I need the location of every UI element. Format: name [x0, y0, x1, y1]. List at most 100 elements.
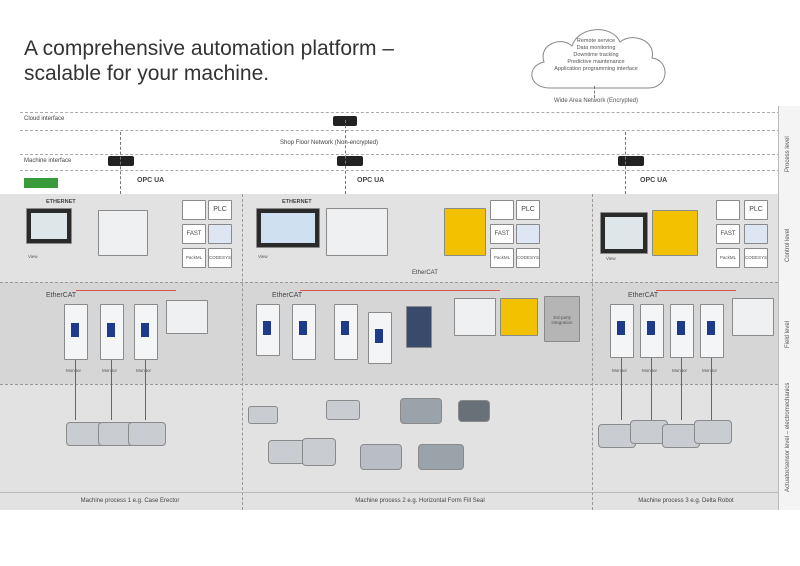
- monitor-label: Monitor: [612, 368, 628, 373]
- machine-gateway-1: [108, 156, 134, 166]
- fieldbus-logo-icon: [24, 178, 58, 188]
- connector: [345, 120, 346, 194]
- shop-floor-label: Shop Floor Network (Non-encrypted): [280, 140, 379, 146]
- drive-2d: [368, 312, 392, 364]
- drive-3a: [610, 304, 634, 358]
- cloud-services: Remote service Data monitoring Downtime …: [535, 38, 657, 73]
- gearmotor-2g: [418, 444, 464, 470]
- motor-2h: [458, 400, 490, 422]
- drive-3b: [640, 304, 664, 358]
- cloud-item: Data monitoring: [576, 45, 616, 51]
- cable: [75, 360, 76, 420]
- drive-3d: [700, 304, 724, 358]
- motor-3d: [694, 420, 732, 444]
- divider: [20, 154, 780, 155]
- divider: [0, 384, 778, 385]
- view-label-1: View: [28, 254, 38, 259]
- ethercat-line-2: [300, 290, 500, 291]
- machine-interface-label: Machine interface: [24, 158, 72, 164]
- gearmotor-2f: [400, 398, 442, 424]
- drive-1c: [134, 304, 158, 360]
- cable: [621, 358, 622, 420]
- tile-packml-2: PackML: [490, 248, 514, 268]
- io-module-3: [732, 298, 774, 336]
- view-label-2: View: [258, 254, 268, 259]
- cable: [711, 358, 712, 420]
- connector: [625, 132, 626, 194]
- monitor-label: Monitor: [702, 368, 718, 373]
- monitor-label: Monitor: [136, 368, 152, 373]
- process-level-label: Process level: [785, 136, 791, 172]
- drive-1a: [64, 304, 88, 360]
- drive-2c: [334, 304, 358, 360]
- tile-image-1: [208, 224, 232, 244]
- wan-link: [594, 86, 596, 98]
- drive-2b: [292, 304, 316, 360]
- tile-plc-3: PLC: [744, 200, 768, 220]
- connector: [120, 132, 121, 194]
- gearmotor-2d: [302, 438, 336, 466]
- divider: [20, 112, 780, 113]
- monitor-label: Monitor: [642, 368, 658, 373]
- column-separator: [592, 194, 593, 510]
- tile-codesys-3: CODESYS: [744, 248, 768, 268]
- drive-2a: [256, 304, 280, 356]
- opcua-label-2: OPC UA: [357, 177, 385, 184]
- machine-2-label: Machine process 2 e.g. Horizontal Form F…: [355, 498, 485, 504]
- ethercat-label-3: EtherCAT: [628, 292, 659, 299]
- hmi-panel-2: [256, 208, 320, 248]
- cable: [651, 358, 652, 420]
- controller-3: [652, 210, 698, 256]
- tile-plc-1: PLC: [208, 200, 232, 220]
- monitor-label: Monitor: [102, 368, 118, 373]
- tile-robot-3: [716, 200, 740, 220]
- divider: [20, 130, 780, 131]
- column-separator: [242, 194, 243, 510]
- ethercat-label-2b: EtherCAT: [412, 270, 438, 276]
- safety-io-2: [500, 298, 538, 336]
- motor-2b: [326, 400, 360, 420]
- monitor-label: Monitor: [66, 368, 82, 373]
- tile-plc-2: PLC: [516, 200, 540, 220]
- tile-robot-1: [182, 200, 206, 220]
- ethercat-line-1: [76, 290, 176, 291]
- tile-robot-2: [490, 200, 514, 220]
- tile-fast-2: FAST: [490, 224, 514, 244]
- cloud-item: Downtime tracking: [573, 52, 619, 58]
- tile-codesys-2: CODESYS: [516, 248, 540, 268]
- io-module-1: [166, 300, 208, 334]
- actuator-level-label: Actuator/sensor level – electromechanics: [785, 382, 791, 492]
- ethernet-label-2: ETHERNET: [282, 199, 312, 205]
- ethercat-line-3: [656, 290, 736, 291]
- ethercat-label-2: EtherCAT: [272, 292, 303, 299]
- monitor-label: Monitor: [672, 368, 688, 373]
- safety-controller-2: [444, 208, 486, 256]
- tile-image-2: [516, 224, 540, 244]
- controller-2: [326, 208, 388, 256]
- motor-2c: [268, 440, 306, 464]
- field-level-label: Field level: [785, 320, 791, 348]
- machine-gateway-2: [337, 156, 363, 166]
- tile-fast-3: FAST: [716, 224, 740, 244]
- cable: [681, 358, 682, 420]
- machine-1-label: Machine process 1 e.g. Case Erector: [80, 498, 180, 504]
- machine-gateway-3: [618, 156, 644, 166]
- divider: [0, 282, 778, 283]
- divider: [0, 492, 778, 493]
- hmi-panel-1: [26, 208, 72, 244]
- control-level-label: Control level: [785, 228, 791, 262]
- third-party-device: 3rd-party integration: [544, 296, 580, 342]
- level-sidebar: [778, 106, 800, 510]
- divider: [20, 170, 780, 171]
- opcua-label-1: OPC UA: [137, 177, 165, 184]
- motor-1c: [128, 422, 166, 446]
- title-line-2: scalable for your machine.: [24, 62, 270, 85]
- opcua-label-3: OPC UA: [640, 177, 668, 184]
- drive-3c: [670, 304, 694, 358]
- cloud-item: Predictive maintenance: [567, 59, 625, 65]
- wan-label: Wide Area Network (Encrypted): [553, 98, 639, 104]
- inverter-2: [406, 306, 432, 348]
- cable: [145, 360, 146, 420]
- motor-2a: [248, 406, 278, 424]
- cloud-item: Application programming interface: [554, 66, 638, 72]
